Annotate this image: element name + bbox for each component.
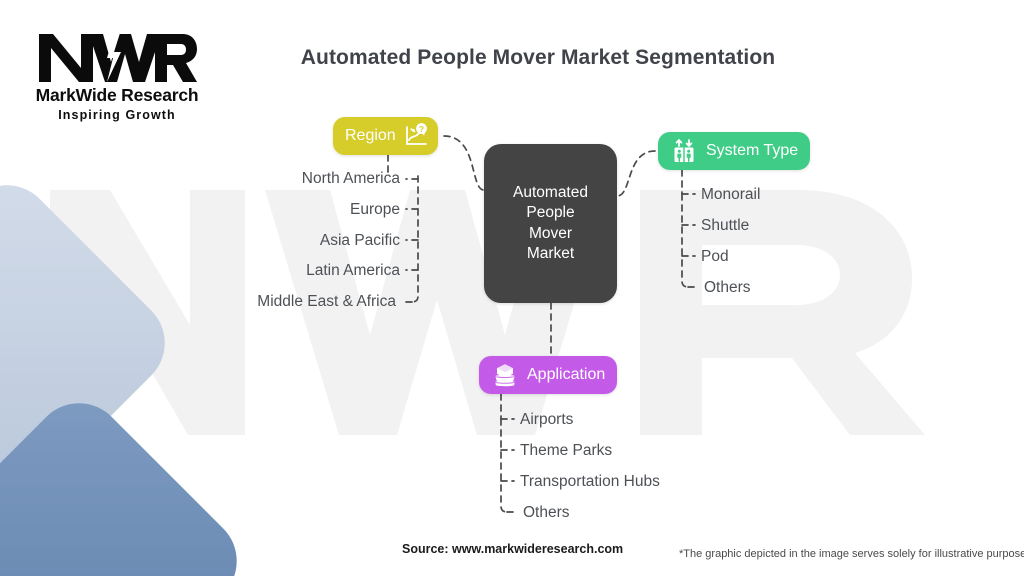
- core-node: Automated People Mover Market: [484, 144, 617, 303]
- brand-tagline: Inspiring Growth: [58, 108, 176, 122]
- leaf-region-1: Europe: [350, 201, 400, 218]
- branch-badge-system-type[interactable]: System Type: [658, 132, 811, 170]
- connector-region-trunk: [411, 175, 419, 303]
- connector-application-trunk: [500, 418, 508, 513]
- branch-label-system-type: System Type: [706, 142, 799, 159]
- branch-badge-application[interactable]: Application: [479, 356, 618, 394]
- elevator-icon: [670, 137, 698, 165]
- chart-question-icon: ?: [402, 122, 430, 150]
- leaf-system-type-0: Monorail: [701, 186, 761, 203]
- connector-region-core: [443, 135, 485, 191]
- leaf-region-3: Latin America: [306, 262, 400, 279]
- page-title: Automated People Mover Market Segmentati…: [0, 46, 1024, 70]
- mwr-logo-icon: [39, 30, 197, 82]
- leaf-system-type-1: Shuttle: [701, 217, 750, 234]
- leaf-system-type-2: Pod: [701, 248, 729, 265]
- disclaimer-text: *The graphic depicted in the image serve…: [679, 548, 1024, 560]
- leaf-application-0: Airports: [520, 411, 574, 428]
- page-title-text: Automated People Mover Market Segmentati…: [300, 46, 776, 69]
- connector-system-trunk: [681, 193, 689, 288]
- leaf-region-0: North America: [301, 170, 400, 187]
- leaf-application-3: Others: [523, 504, 570, 521]
- leaf-application-1: Theme Parks: [520, 442, 613, 459]
- layered-cube-icon: [491, 361, 519, 389]
- brand-logo: MarkWide Research Inspiring Growth: [22, 28, 212, 122]
- core-node-label: Automated People Mover Market: [513, 183, 588, 263]
- leaf-application-2: Transportation Hubs: [520, 473, 660, 490]
- svg-text:?: ?: [419, 124, 424, 134]
- branch-label-application: Application: [527, 366, 606, 383]
- brand-name: MarkWide Research: [35, 85, 199, 105]
- branch-label-region: Region: [345, 127, 396, 144]
- source-text: Source: www.markwideresearch.com: [402, 542, 624, 556]
- leaf-region-2: Asia Pacific: [319, 232, 400, 249]
- leaf-region-4: Middle East & Africa: [257, 293, 396, 310]
- connector-system-core: [616, 150, 656, 197]
- branch-badge-region[interactable]: Region ?: [333, 117, 438, 155]
- leaf-system-type-3: Others: [704, 279, 751, 296]
